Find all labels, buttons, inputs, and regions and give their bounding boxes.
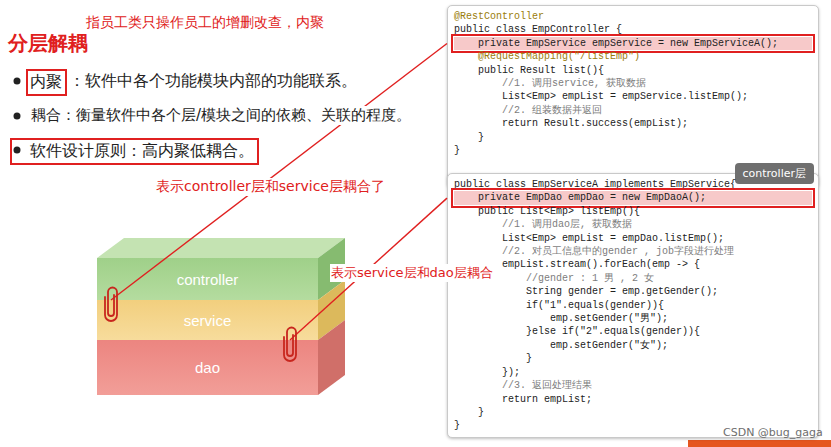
bullet-dot bbox=[14, 78, 21, 85]
code-line: } bbox=[454, 352, 812, 365]
code-line: //2. 组装数据并返回 bbox=[454, 104, 812, 117]
code-line: } bbox=[454, 131, 812, 144]
controller-top-face bbox=[97, 238, 345, 258]
code-line: } bbox=[454, 144, 812, 157]
annotation-note: 指员工类只操作员工的增删改查，内聚 bbox=[85, 14, 325, 32]
code-line: private EmpService empService = new EmpS… bbox=[454, 37, 812, 50]
code-line: emp.setGender("女"); bbox=[454, 339, 812, 352]
bullet-term: 内聚 bbox=[26, 69, 67, 96]
watermark: CSDN @bug_gaga bbox=[722, 426, 824, 439]
bullet-text: ：软件中各个功能模块内部的功能联系。 bbox=[68, 71, 358, 92]
code-line: empList.stream().forEach(emp -> { bbox=[454, 258, 812, 271]
coupling-connector bbox=[290, 198, 447, 340]
coupling-connector bbox=[111, 44, 447, 300]
code-line: public List<Emp> listEmp(){ bbox=[454, 205, 812, 218]
controller-code-panel: @RestControllerpublic class EmpControlle… bbox=[447, 5, 819, 188]
code-line: //3. 返回处理结果 bbox=[454, 379, 812, 392]
code-line: List<Emp> empList = empDao.listEmp(); bbox=[454, 232, 812, 245]
code-line: @RestController bbox=[454, 10, 812, 23]
bullet-dot bbox=[14, 147, 21, 154]
annotation-note: 表示service层和dao层耦合 bbox=[330, 264, 494, 282]
code-line: @RequestMapping("/listEmp") bbox=[454, 50, 812, 63]
annotation-note: 表示controller层和service层耦合了 bbox=[155, 178, 386, 196]
footer-bar bbox=[688, 440, 831, 447]
code-line: public Result list(){ bbox=[454, 64, 812, 77]
code-line: public class EmpServiceA implements EmpS… bbox=[454, 178, 812, 191]
code-line: }); bbox=[454, 366, 812, 379]
design-principle: 软件设计原则：高内聚低耦合。 bbox=[10, 138, 259, 165]
code-line: String gender = emp.getGender(); bbox=[454, 285, 812, 298]
dao-side-face bbox=[318, 320, 345, 395]
dao-layer: dao bbox=[97, 340, 318, 395]
layer-name: dao bbox=[195, 359, 220, 376]
code-line: return Result.success(empList); bbox=[454, 117, 812, 130]
code-line: emp.setGender("男"); bbox=[454, 312, 812, 325]
slide-title: 分层解耦 bbox=[8, 30, 88, 57]
layer-name: controller bbox=[177, 271, 239, 288]
code-line: //gender : 1 男 , 2 女 bbox=[454, 272, 812, 285]
service-code-panel: public class EmpServiceA implements EmpS… bbox=[447, 173, 819, 438]
code-line: if("1".equals(gender)){ bbox=[454, 299, 812, 312]
code-line: //1. 调用service, 获取数据 bbox=[454, 77, 812, 90]
bullet-text: 耦合：衡量软件中各个层/模块之间的依赖、关联的程度。 bbox=[30, 106, 412, 125]
code-line: }else if("2".equals(gender)){ bbox=[454, 325, 812, 338]
code-line: List<Emp> empList = empService.listEmp()… bbox=[454, 90, 812, 103]
paper-clip bbox=[284, 328, 296, 362]
service-layer: service bbox=[97, 300, 318, 340]
code-line: private EmpDao empDao = new EmpDaoA(); bbox=[454, 191, 812, 204]
code-line: public class EmpController { bbox=[454, 23, 812, 36]
code-line: return empList; bbox=[454, 393, 812, 406]
code-line: //1. 调用dao层, 获取数据 bbox=[454, 218, 812, 231]
layer-name: service bbox=[184, 312, 232, 329]
code-line: } bbox=[454, 406, 812, 419]
bullet-dot bbox=[14, 113, 21, 120]
code-line: //2. 对员工信息中的gender , job字段进行处理 bbox=[454, 245, 812, 258]
controller-layer: controller bbox=[97, 258, 318, 300]
panel-tab-label: controller层 bbox=[735, 163, 814, 184]
paper-clip bbox=[105, 288, 117, 322]
